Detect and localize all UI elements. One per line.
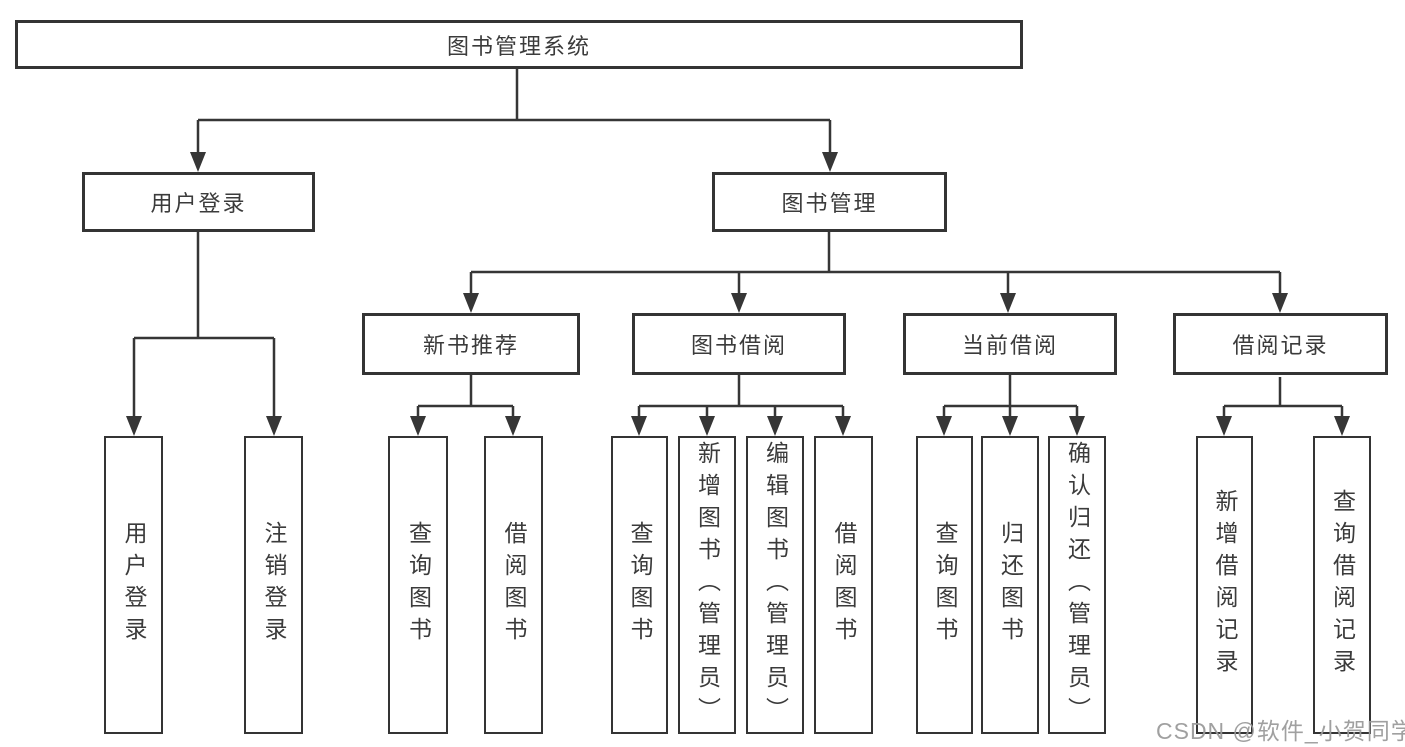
leaf-return-books-label: 归还图书 <box>997 521 1024 649</box>
node-book-borrow: 图书借阅 <box>632 313 846 375</box>
leaf-user-login: 用户登录 <box>104 436 163 734</box>
arrowhead-leaf-b1 <box>410 416 426 436</box>
leaf-query-books-2-label: 查询图书 <box>627 521 653 649</box>
arrowhead-borrow-records <box>1272 293 1288 313</box>
connector-current-borrow-to-leaves <box>942 375 1079 421</box>
connector-user-login-to-leaves <box>132 232 276 420</box>
leaf-logout-label: 注销登录 <box>261 521 287 649</box>
connector-book-borrow-to-leaves <box>637 375 845 421</box>
arrowhead-leaf-c3 <box>767 416 783 436</box>
node-book-borrow-label: 图书借阅 <box>690 333 787 358</box>
leaf-edit-books-admin: 编辑图书（管理员） <box>746 436 804 734</box>
csdn-watermark: CSDN @软件_小贺同学 <box>1156 718 1405 744</box>
leaf-confirm-return-admin: 确认归还（管理员） <box>1048 436 1106 734</box>
node-borrow-records: 借阅记录 <box>1173 313 1388 375</box>
arrowhead-leaf-d1 <box>936 416 952 436</box>
leaf-return-books: 归还图书 <box>981 436 1039 734</box>
leaf-query-books-3: 查询图书 <box>916 436 973 734</box>
node-system-root-label: 图书管理系统 <box>446 33 591 59</box>
arrowhead-leaf-login <box>126 416 142 436</box>
node-current-borrow-label: 当前借阅 <box>961 333 1058 358</box>
leaf-borrow-books-2-label: 借阅图书 <box>831 521 857 649</box>
leaf-confirm-return-admin-label: 确认归还（管理员） <box>1064 441 1091 729</box>
node-book-management: 图书管理 <box>712 172 947 232</box>
leaf-edit-books-admin-label: 编辑图书（管理员） <box>762 441 789 729</box>
arrowhead-leaf-c2 <box>699 416 715 436</box>
arrowhead-leaf-e2 <box>1334 416 1350 436</box>
leaf-add-books-admin: 新增图书（管理员） <box>678 436 736 734</box>
leaf-user-login-label: 用户登录 <box>121 521 147 649</box>
arrowhead-user-login <box>190 152 206 172</box>
connector-new-book-to-leaves <box>416 375 515 421</box>
arrowhead-leaf-logout <box>266 416 282 436</box>
connector-book-mgmt-to-level3 <box>469 232 1282 297</box>
node-user-login: 用户登录 <box>82 172 315 232</box>
node-new-book-recommend: 新书推荐 <box>362 313 580 375</box>
leaf-logout: 注销登录 <box>244 436 303 734</box>
arrowhead-leaf-b2 <box>505 416 521 436</box>
leaf-query-books-2: 查询图书 <box>611 436 668 734</box>
arrowhead-current-borrow <box>1000 293 1016 313</box>
arrowhead-leaf-d3 <box>1069 416 1085 436</box>
leaf-borrow-books-1: 借阅图书 <box>484 436 543 734</box>
leaf-add-borrow-record: 新增借阅记录 <box>1196 436 1253 734</box>
node-current-borrow: 当前借阅 <box>903 313 1117 375</box>
arrowhead-leaf-c1 <box>631 416 647 436</box>
leaf-add-borrow-record-label: 新增借阅记录 <box>1212 489 1238 681</box>
leaf-add-books-admin-label: 新增图书（管理员） <box>694 441 721 729</box>
arrowhead-new-book <box>463 293 479 313</box>
arrowhead-leaf-e1 <box>1216 416 1232 436</box>
node-borrow-records-label: 借阅记录 <box>1232 333 1329 358</box>
leaf-borrow-books-2: 借阅图书 <box>814 436 873 734</box>
leaf-borrow-books-1-label: 借阅图书 <box>501 521 527 649</box>
arrowhead-leaf-d2 <box>1002 416 1018 436</box>
node-book-management-label: 图书管理 <box>781 191 878 216</box>
arrowhead-book-borrow <box>731 293 747 313</box>
leaf-query-borrow-record: 查询借阅记录 <box>1313 436 1371 734</box>
node-new-book-recommend-label: 新书推荐 <box>422 333 519 358</box>
leaf-query-books-3-label: 查询图书 <box>932 521 958 649</box>
arrowhead-leaf-c4 <box>835 416 851 436</box>
leaf-query-books-1: 查询图书 <box>388 436 448 734</box>
node-user-login-label: 用户登录 <box>150 191 247 216</box>
connector-root-to-level2 <box>196 69 832 156</box>
node-system-root: 图书管理系统 <box>15 20 1023 69</box>
connector-borrow-records-to-leaves <box>1222 377 1344 421</box>
leaf-query-books-1-label: 查询图书 <box>405 521 432 649</box>
arrowhead-book-mgmt <box>822 152 838 172</box>
leaf-query-borrow-record-label: 查询借阅记录 <box>1329 489 1356 681</box>
